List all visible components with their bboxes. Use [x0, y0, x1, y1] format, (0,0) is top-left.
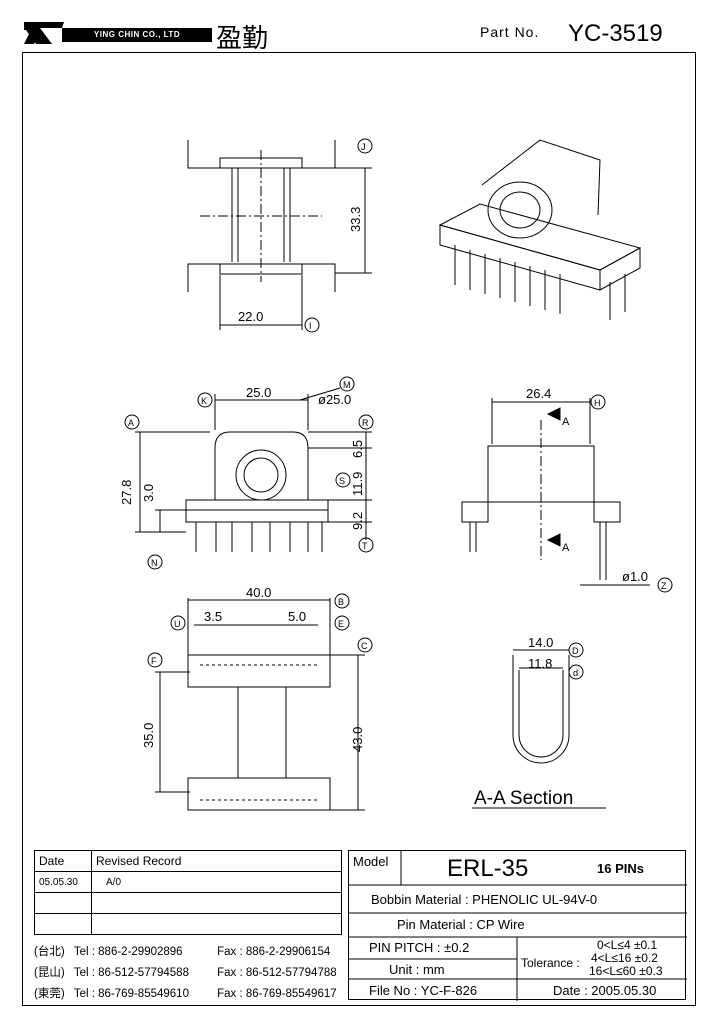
ref-s: S — [339, 476, 345, 486]
pin-pitch: PIN PITCH : ±0.2 — [369, 940, 470, 955]
dim-dia-25: ø25.0 — [318, 392, 351, 407]
ref-h: H — [594, 398, 601, 408]
contact-tel: Tel : 86-512-57794588 — [73, 967, 189, 979]
dim-14: 14.0 — [528, 635, 553, 650]
revision-record — [91, 892, 342, 914]
ref-b: B — [338, 597, 344, 607]
contact-city: (台北) — [34, 946, 65, 958]
dim-40: 40.0 — [246, 585, 271, 600]
ref-d-lower: d — [573, 668, 578, 678]
revision-col-record: Revised Record — [91, 850, 342, 872]
section-mark-top: A — [562, 416, 570, 428]
dim-3: 3.0 — [141, 484, 156, 502]
contact-row: (台北) Tel : 886-2-29902896 Fax : 886-2-29… — [34, 942, 337, 963]
dim-3-5: 3.5 — [204, 609, 222, 624]
revision-date — [34, 892, 92, 914]
ref-e: E — [338, 619, 344, 629]
ref-m: M — [343, 380, 351, 390]
ref-i: I — [309, 321, 312, 331]
company-logo — [22, 20, 212, 46]
tolerance-row-1: 0<L≤4 ±0.1 — [597, 938, 658, 952]
dim-27-8: 27.8 — [119, 480, 134, 505]
front-view — [124, 376, 374, 570]
revision-record — [91, 913, 342, 935]
bobbin-material: Bobbin Material : PHENOLIC UL-94V-0 — [371, 892, 598, 907]
ref-d-upper: D — [572, 646, 579, 656]
dim-26-4: 26.4 — [526, 386, 551, 401]
company-name-en: YING CHIN CO., LTD — [62, 28, 212, 42]
contact-row: (昆山) Tel : 86-512-57794588 Fax : 86-512-… — [34, 963, 337, 984]
ref-f: F — [151, 656, 157, 666]
section-mark-bottom: A — [562, 542, 570, 554]
ref-c: C — [361, 641, 368, 651]
dim-9-2: 9.2 — [350, 512, 365, 530]
spec-table: Model ERL-35 16 PINs Bobbin Material : P… — [348, 850, 687, 1001]
contact-fax: Fax : 886-2-29906154 — [217, 946, 331, 958]
company-name-cn: 盈勤 — [216, 24, 269, 54]
table-row — [34, 913, 342, 935]
table-row: 05.05.30 A/0 — [34, 871, 342, 893]
ref-k: K — [201, 396, 207, 406]
revision-date: 05.05.30 — [34, 871, 92, 893]
ref-t: T — [362, 541, 368, 551]
model-value: ERL-35 — [447, 855, 529, 882]
drawing-frame — [22, 52, 696, 1006]
ref-u: U — [174, 619, 181, 629]
dim-11-8: 11.8 — [528, 656, 552, 671]
isometric-view — [438, 139, 642, 320]
contact-tel: Tel : 86-769-85549610 — [73, 988, 189, 1000]
revision-header-row: Date Revised Record — [34, 850, 342, 872]
contact-fax: Fax : 86-769-85549617 — [217, 988, 337, 1000]
part-no-label: Part No. — [480, 24, 540, 40]
table-row — [34, 892, 342, 914]
pin-material: Pin Material : CP Wire — [397, 917, 525, 932]
pin-count: 16 PINs — [597, 861, 644, 876]
ref-r: R — [362, 418, 369, 428]
unit: Unit : mm — [389, 962, 445, 977]
model-label: Model — [353, 854, 389, 869]
contact-fax: Fax : 86-512-57794788 — [217, 967, 337, 979]
tolerance-label: Tolerance : — [521, 956, 580, 970]
ref-a: A — [128, 418, 134, 428]
contact-list: (台北) Tel : 886-2-29902896 Fax : 886-2-29… — [34, 942, 337, 1005]
ref-n: N — [151, 558, 158, 568]
dim-22: 22.0 — [238, 309, 263, 324]
revision-col-date: Date — [34, 850, 92, 872]
contact-city: (東莞) — [34, 988, 65, 1000]
dim-35: 35.0 — [141, 723, 156, 748]
dim-6-5: 6.5 — [350, 440, 365, 458]
tolerance-row-3: 16<L≤60 ±0.3 — [589, 964, 663, 978]
revision-table: Date Revised Record 05.05.30 A/0 — [34, 850, 342, 935]
dim-pin-dia: ø1.0 — [622, 569, 648, 584]
contact-tel: Tel : 886-2-29902896 — [73, 946, 183, 958]
contact-row: (東莞) Tel : 86-769-85549610 Fax : 86-769-… — [34, 984, 337, 1005]
section-title: A-A Section — [474, 788, 573, 809]
part-number: YC-3519 — [568, 20, 663, 47]
contact-city: (昆山) — [34, 967, 65, 979]
section-view — [472, 642, 606, 809]
tolerance-row-2: 4<L≤16 ±0.2 — [591, 951, 658, 965]
dim-25: 25.0 — [246, 385, 271, 400]
technical-drawing: 22.0 33.3 J I 25.0 ø25.0 27.8 3.0 6.5 11… — [119, 138, 673, 811]
dim-11-9: 11.9 — [350, 472, 365, 496]
drawing-date: Date : 2005.05.30 — [553, 983, 657, 998]
dim-5-0: 5.0 — [288, 609, 306, 624]
spec-grid-lines — [349, 851, 687, 1001]
bottom-view — [147, 593, 373, 811]
top-view — [187, 138, 373, 333]
file-no: File No : YC-F-826 — [369, 983, 478, 998]
revision-record: A/0 — [91, 871, 342, 893]
ref-j: J — [361, 142, 366, 152]
dim-33-3: 33.3 — [348, 207, 363, 232]
ref-z: Z — [661, 581, 667, 591]
side-view — [461, 394, 673, 593]
revision-date — [34, 913, 92, 935]
dim-43: 43.0 — [350, 727, 365, 752]
